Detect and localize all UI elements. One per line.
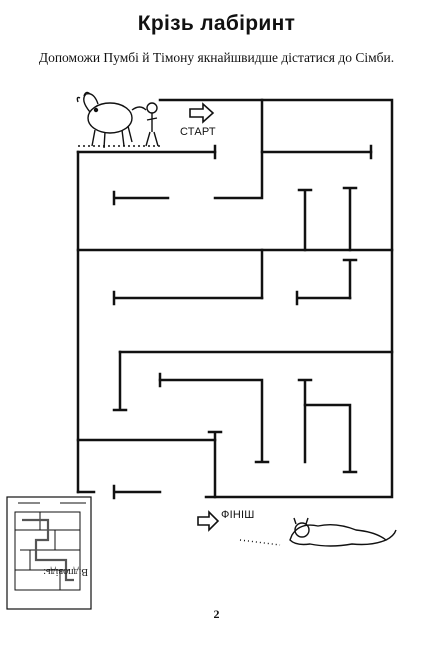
page-title: Крізь лабіринт: [137, 12, 296, 35]
maze-wall-upper-hook: [213, 98, 264, 200]
simba-illustration: [239, 517, 397, 547]
maze-wall-lower-branch: [303, 403, 358, 474]
page-subtitle: Допоможи Пумбі й Тімону якнайшвидше діст…: [38, 50, 395, 65]
maze-wall-mid-stub: [295, 290, 352, 306]
maze-wall-upper-post-2: [342, 186, 358, 252]
maze-wall-mid-bar: [112, 290, 264, 306]
maze-wall-outer: [158, 98, 394, 499]
start-label: СТАРТ: [180, 126, 216, 138]
finish-label: ФІНІШ: [221, 509, 255, 521]
maze-wall-upper-stub: [112, 190, 170, 206]
finish-arrow-icon: [197, 510, 220, 532]
maze-wall-lower-left: [112, 350, 128, 412]
start-arrow-icon: [189, 102, 215, 124]
answer-thumbnail: [6, 496, 92, 610]
maze-wall-lower-hook: [158, 378, 270, 464]
answer-label: Відповідь:: [43, 566, 88, 577]
maze-wall-lower-post: [297, 378, 313, 464]
maze-wall-bottom-stub: [112, 484, 162, 500]
maze-wall-mid-post-2: [342, 258, 358, 300]
maze-wall-finish-post: [207, 430, 223, 499]
maze-wall-upper-post-1: [297, 188, 313, 252]
page-number: 2: [213, 607, 220, 621]
pumbaa-timon-illustration: [76, 91, 160, 149]
